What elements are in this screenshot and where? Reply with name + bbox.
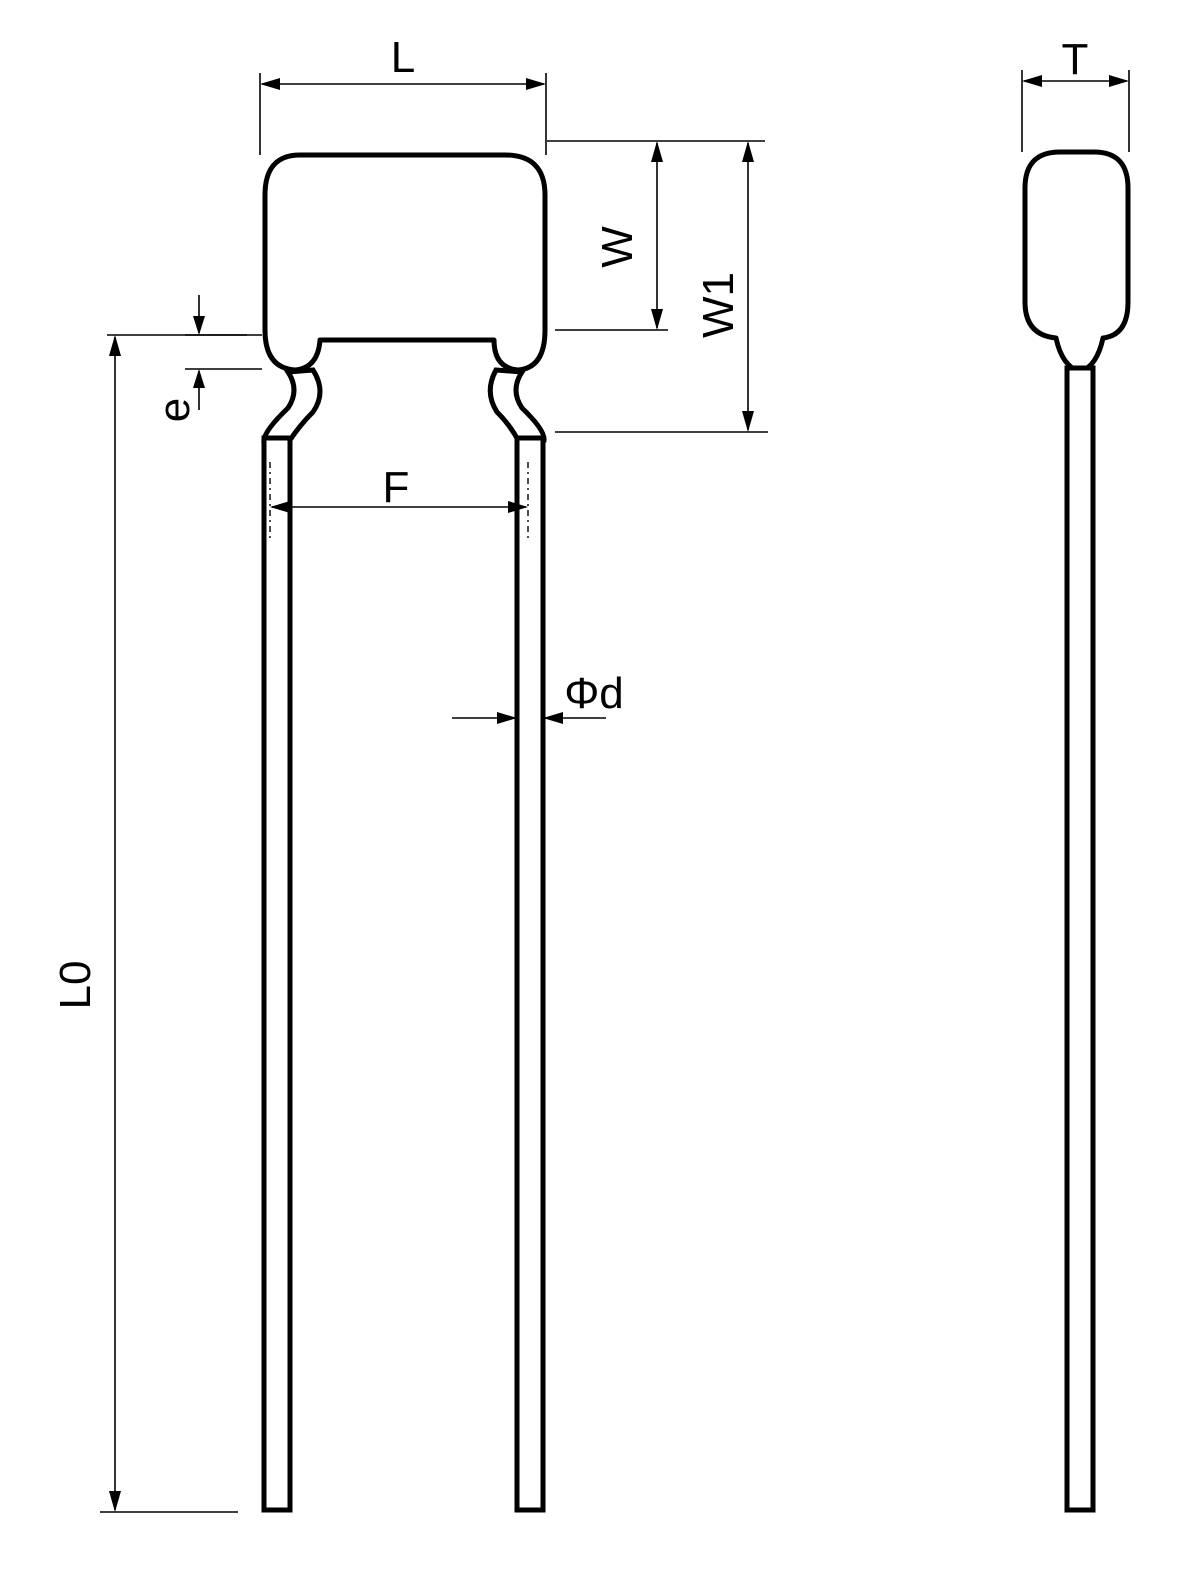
dimension-e: e: [150, 295, 262, 422]
label-L: L: [391, 33, 415, 82]
label-T: T: [1062, 35, 1089, 84]
label-W1: W1: [694, 272, 743, 338]
dimension-L0: L0: [51, 334, 247, 1513]
left-lead-kink: [261, 367, 323, 443]
right-lead: [514, 435, 546, 1513]
label-F: F: [383, 463, 410, 512]
capacitor-body: [262, 152, 548, 373]
dimension-W1: W1: [694, 141, 754, 432]
side-view: [1022, 149, 1131, 1513]
side-lead: [1064, 365, 1096, 1513]
label-e: e: [150, 398, 199, 422]
left-lead: [261, 435, 293, 1513]
dimension-L: L: [259, 33, 547, 155]
dimension-F: F: [270, 463, 528, 513]
front-view: [261, 152, 548, 1513]
dimension-W: W: [593, 141, 663, 330]
dimension-phi-d: Φd: [452, 669, 624, 724]
label-W: W: [593, 226, 642, 268]
label-L0: L0: [51, 961, 100, 1010]
right-lead-kink: [487, 367, 547, 443]
dimension-T: T: [1021, 35, 1130, 152]
side-body: [1022, 149, 1131, 375]
label-phi-d: Φd: [564, 669, 624, 718]
